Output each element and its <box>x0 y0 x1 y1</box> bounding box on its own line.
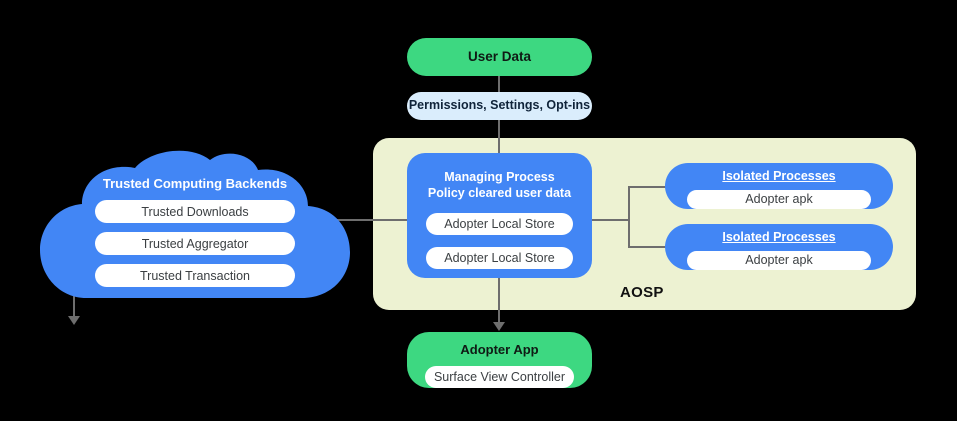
user-data-label: User Data <box>467 48 532 64</box>
adopter-app-title: Adopter App <box>460 342 539 357</box>
managing-process-title: Managing Process Policy cleared user dat… <box>428 170 571 201</box>
isolated-process-title-1[interactable]: Isolated Processes <box>722 169 836 183</box>
adopter-apk-1[interactable]: Adopter apk <box>687 189 871 209</box>
connector-cloud-to-managing <box>322 219 407 221</box>
connector-permissions-to-managing <box>498 120 500 153</box>
permissions-label: Permissions, Settings, Opt-ins <box>408 98 591 113</box>
connector-userdata-to-permissions <box>498 76 500 92</box>
connector-bracket-riser <box>628 186 630 248</box>
cloud-content: Trusted Computing Backends Trusted Downl… <box>40 150 350 310</box>
aosp-label: AOSP <box>620 284 664 301</box>
adopter-apk-2[interactable]: Adopter apk <box>687 250 871 270</box>
surface-view-controller-item[interactable]: Surface View Controller <box>425 366 574 388</box>
connector-managing-to-adopter-app <box>498 278 500 324</box>
adopter-local-store-1[interactable]: Adopter Local Store <box>426 213 573 236</box>
isolated-process-title-2[interactable]: Isolated Processes <box>722 230 836 244</box>
cloud-shape-icon <box>40 150 350 298</box>
managing-process-node[interactable]: Managing Process Policy cleared user dat… <box>407 153 592 278</box>
permissions-node[interactable]: Permissions, Settings, Opt-ins <box>407 92 592 120</box>
connector-bracket-to-isolated-2 <box>628 246 667 248</box>
connector-managing-to-bracket <box>592 219 630 221</box>
trusted-downloads-item[interactable]: Trusted Downloads <box>95 200 295 223</box>
cloud-title: Trusted Computing Backends <box>102 176 288 191</box>
connector-cloud-down <box>73 286 75 318</box>
arrowhead-down-icon <box>493 322 505 331</box>
trusted-computing-backends-cloud[interactable]: Trusted Computing Backends Trusted Downl… <box>40 150 350 310</box>
arrowhead-cloud-down-icon <box>68 316 80 325</box>
managing-process-title-line2: Policy cleared user data <box>427 185 572 200</box>
connector-bracket-to-isolated-1 <box>628 186 667 188</box>
user-data-node[interactable]: User Data <box>407 38 592 76</box>
adopter-app-node[interactable]: Adopter App Surface View Controller <box>407 332 592 388</box>
managing-process-title-line1: Managing Process <box>444 170 555 184</box>
isolated-process-node-1[interactable]: Isolated Processes Adopter apk <box>665 163 893 209</box>
trusted-transaction-item[interactable]: Trusted Transaction <box>95 264 295 287</box>
trusted-aggregator-item[interactable]: Trusted Aggregator <box>95 232 295 255</box>
adopter-local-store-2[interactable]: Adopter Local Store <box>426 247 573 270</box>
isolated-process-node-2[interactable]: Isolated Processes Adopter apk <box>665 224 893 270</box>
